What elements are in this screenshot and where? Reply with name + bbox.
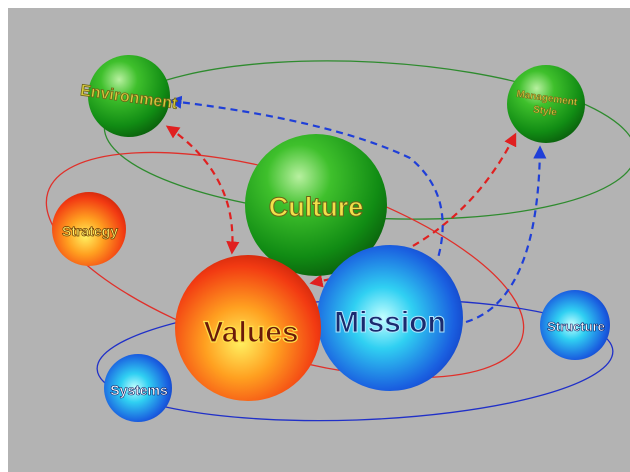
arrow-environment-values <box>165 125 240 255</box>
label-management-style-line2: Style <box>532 104 558 118</box>
sphere-systems <box>104 354 172 422</box>
sphere-structure <box>540 290 610 360</box>
sphere-environment <box>88 55 170 137</box>
sphere-values <box>175 255 321 401</box>
arrow-mission-management-style <box>465 145 547 324</box>
arrow-environment-mission <box>168 95 444 259</box>
label-strategy: Strategy <box>62 223 118 239</box>
label-culture: Culture <box>269 192 364 222</box>
sphere-culture <box>245 134 387 276</box>
label-structure: Structure <box>547 319 605 334</box>
sphere-management-style <box>507 65 585 143</box>
sphere-strategy <box>52 192 126 266</box>
sphere-mission <box>317 245 463 391</box>
label-systems: Systems <box>110 382 168 398</box>
label-values: Values <box>203 316 298 349</box>
label-mission: Mission <box>334 306 446 339</box>
